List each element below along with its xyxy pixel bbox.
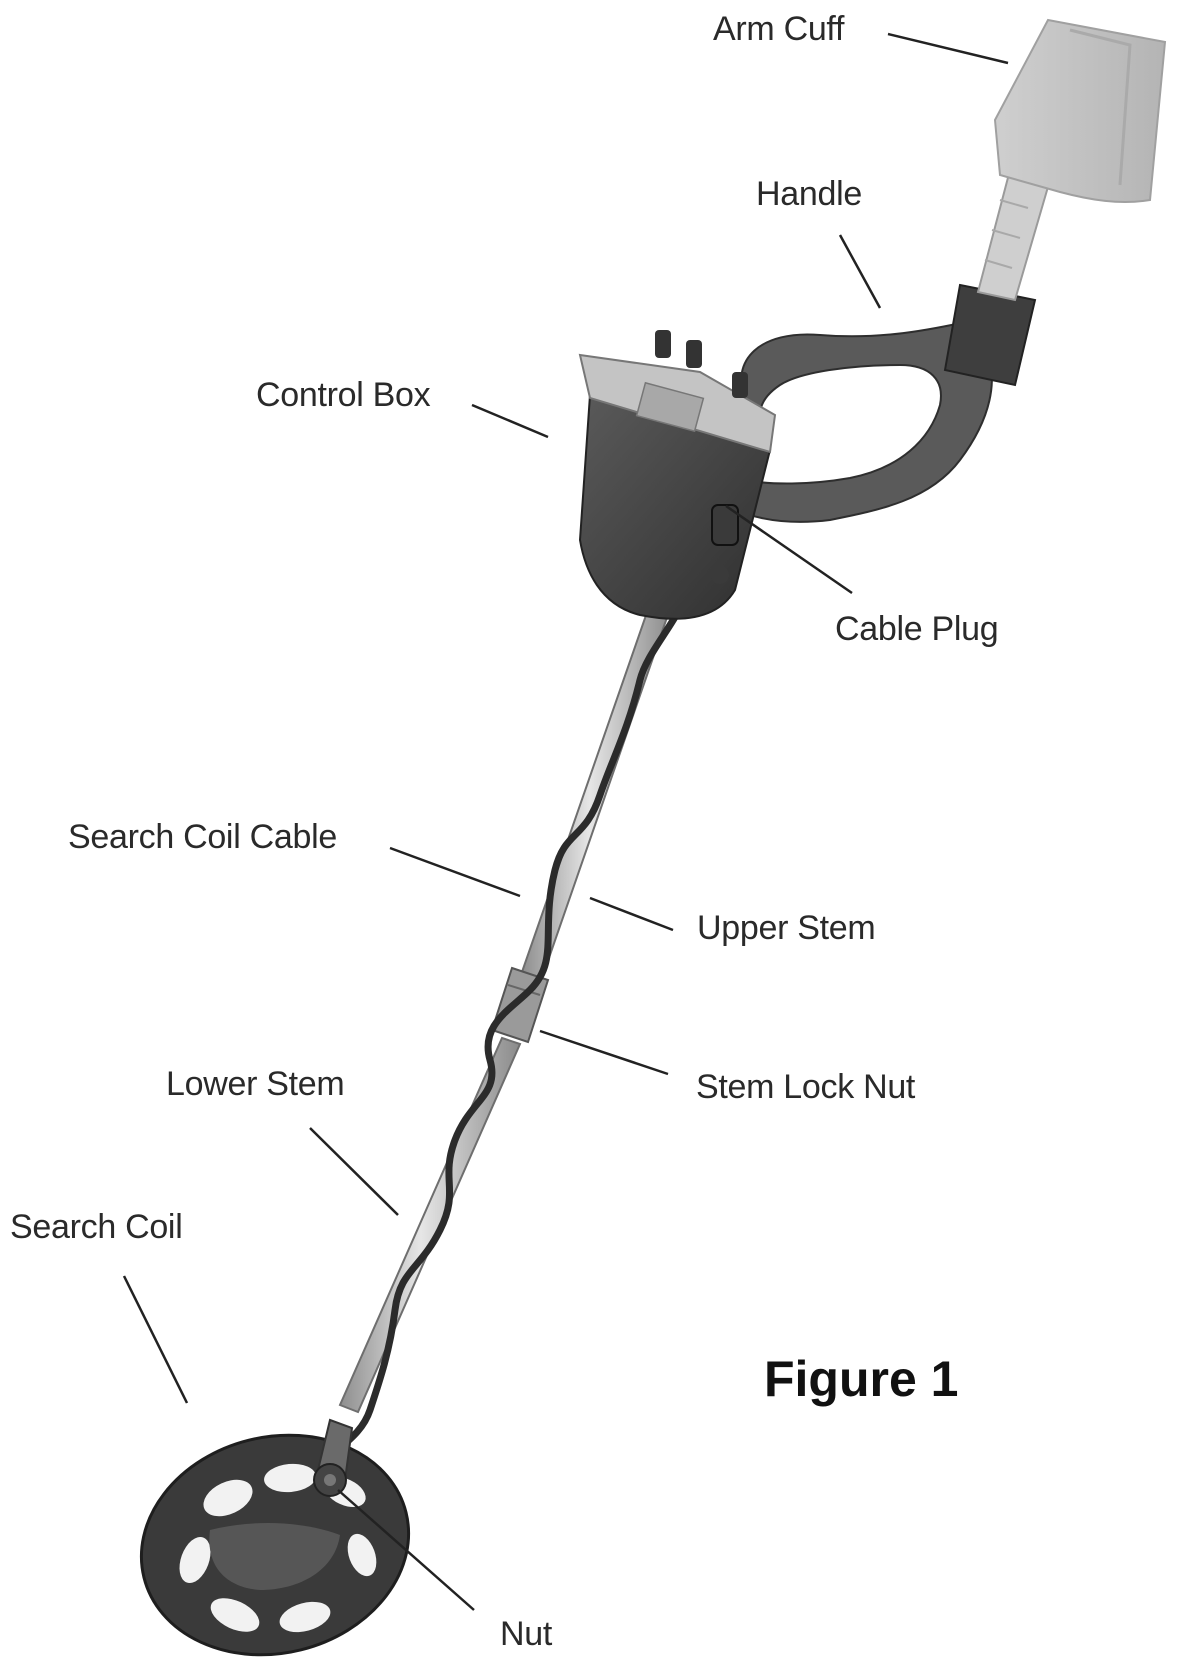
lower-stem-shape (338, 1036, 522, 1414)
label-cable-plug: Cable Plug (835, 610, 999, 648)
label-upper-stem: Upper Stem (697, 909, 876, 947)
arm-cuff-shape (976, 18, 1167, 302)
label-handle: Handle (756, 175, 862, 213)
label-lower-stem: Lower Stem (166, 1065, 345, 1103)
leader-arm-cuff (887, 32, 1009, 65)
leader-stem-lock-nut (539, 1029, 669, 1076)
search-coil-cable-shape (316, 541, 696, 1474)
label-nut: Nut (500, 1615, 553, 1653)
handle-shape (733, 283, 1037, 523)
label-arm-cuff: Arm Cuff (713, 10, 845, 48)
leader-search-coil (122, 1275, 189, 1404)
leader-control-box (471, 403, 549, 439)
label-control-box: Control Box (256, 376, 431, 414)
leader-handle (838, 234, 882, 309)
leader-lower-stem (309, 1127, 399, 1216)
label-search-coil: Search Coil (10, 1208, 183, 1246)
leader-lines (122, 32, 1009, 1611)
search-coil-shape (139, 1418, 411, 1657)
leader-search-coil-cable (389, 846, 521, 898)
control-box-shape (578, 330, 777, 620)
leader-upper-stem (589, 896, 674, 932)
label-stem-lock-nut: Stem Lock Nut (696, 1068, 916, 1106)
label-search-coil-cable: Search Coil Cable (68, 818, 337, 856)
leader-cable-plug (725, 504, 853, 595)
leader-nut (337, 1489, 475, 1611)
figure-caption: Figure 1 (764, 1351, 959, 1407)
